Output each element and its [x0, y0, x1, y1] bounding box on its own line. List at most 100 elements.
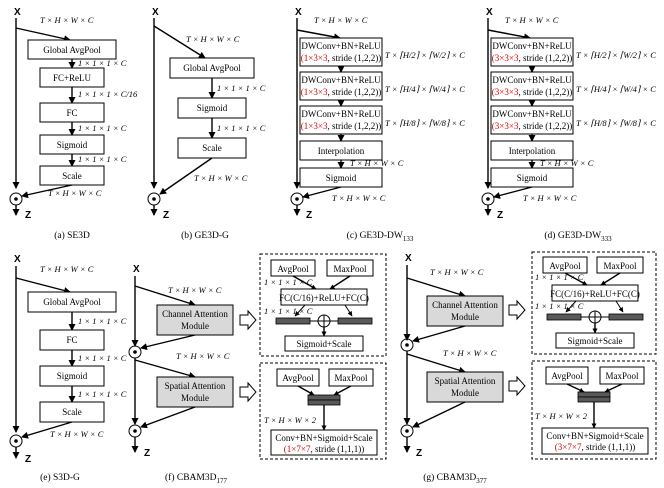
sigmoid-label: Sigmoid — [57, 371, 88, 381]
feature-bar — [608, 313, 644, 321]
dwconv-label: DWConv+BN+ReLU — [301, 109, 381, 119]
channel-attention-label: Channel Attention — [432, 300, 498, 310]
avgpool-label: AvgPool — [277, 264, 309, 274]
dwconv-block-3 — [299, 105, 383, 135]
dim-label: T × H × W × C — [443, 348, 497, 358]
dwconv-kernel: (1×3×3, stride (1,2,2)) — [301, 87, 381, 97]
dim-label: T × H × W × C — [50, 429, 104, 439]
maxpool-label: MaxPool — [603, 261, 637, 271]
feature-bar — [577, 396, 611, 403]
feature-bar — [307, 394, 341, 401]
conv-kernel: (3×7×7, stride (1,1,1)) — [555, 442, 635, 452]
dim-label: T × H × W × 2 — [535, 411, 588, 421]
spatial-attention-module — [156, 376, 234, 408]
dim-label: T × H × W × 2 — [264, 415, 317, 425]
dwconv-kernel: (1×3×3, stride (1,2,2)) — [301, 121, 381, 131]
dim-label: 1 × 1 × 1 × C — [264, 306, 313, 316]
caption-subscript: 133 — [403, 235, 414, 243]
module-label: Module — [451, 388, 479, 398]
dim-label: 1 × 1 × 1 × C — [78, 353, 127, 363]
caption-se3d: (a) SE3D — [54, 230, 90, 241]
dim-label: T × ⌈H/2⌉ × ⌈W/2⌉ × C — [385, 50, 465, 60]
scale-label: Scale — [202, 143, 222, 153]
fc-chain-block — [280, 288, 368, 306]
spatial-attention-label: Spatial Attention — [165, 381, 226, 391]
spatial-attention-detail — [531, 360, 657, 460]
dim-label: 1 × 1 × 1 × C — [78, 58, 127, 68]
spatial-attention-module — [426, 371, 504, 403]
caption-ge3d-dw133: (c) GE3D-DW133 — [347, 230, 414, 243]
scale-label: Scale — [62, 171, 82, 181]
dim-label: T × ⌈H/8⌉ × ⌈W/8⌉ × C — [576, 118, 656, 128]
dwconv-kernel: (3×3×3, stride (1,2,2)) — [492, 53, 572, 63]
caption-subscript: 377 — [476, 477, 487, 485]
expand-arrow — [508, 299, 526, 321]
dim-label: T × H × W × C — [186, 34, 240, 44]
output-z-label: Z — [497, 210, 503, 221]
dim-label: 1 × 1 × 1 × C — [217, 83, 266, 93]
maxpool-label: MaxPool — [605, 371, 639, 381]
sigmoid-label: Sigmoid — [197, 103, 228, 113]
kernel-size: (1×3×3 — [301, 53, 328, 63]
dim-label: T × H × W × C — [430, 267, 484, 277]
dwconv-label: DWConv+BN+ReLU — [492, 109, 572, 119]
panel-ge3d-g: X T × H × W × C Global AvgPool 1 × 1 × 1… — [147, 7, 266, 241]
dim-label: 1 × 1 × 1 × C/16 — [78, 89, 138, 99]
sigmoid-label: Sigmoid — [517, 173, 548, 183]
caption-cbam3d-377: (g) CBAM3D377 — [423, 472, 487, 485]
sigmoid-label: Sigmoid — [326, 173, 357, 183]
fc-label: FC — [66, 335, 77, 345]
scale-label: Scale — [62, 407, 82, 417]
dim-label: T × H × W × C — [48, 188, 102, 198]
caption-text: (c) GE3D-DW — [347, 230, 403, 241]
sigmoid-scale-block — [284, 335, 364, 352]
dim-label: 1 × 1 × 1 × C — [78, 154, 127, 164]
dim-label: 1 × 1 × 1 × C — [78, 389, 127, 399]
dwconv-block-3 — [490, 105, 574, 135]
caption-subscript: 177 — [216, 477, 227, 485]
dim-label: T × H × W × C — [350, 158, 404, 168]
panel-ge3d-dw133: X T × H × W × C DWConv+BN+ReLU (1×3×3, s… — [290, 7, 465, 243]
expand-arrow — [239, 309, 257, 331]
sigmoid-scale-label: Sigmoid+Scale — [296, 339, 351, 349]
feature-bar — [337, 317, 373, 325]
dwconv-block-2 — [490, 71, 574, 101]
conv-bn-label: Conv+BN+Sigmoid+Scale — [546, 431, 643, 441]
dwconv-label: DWConv+BN+ReLU — [492, 41, 572, 51]
feature-bar — [307, 399, 341, 406]
avgpool-label: AvgPool — [551, 371, 583, 381]
caption-s3d-g: (e) S3D-G — [40, 472, 80, 483]
conv-bn-block — [270, 429, 378, 456]
maxpool-label: MaxPool — [333, 264, 367, 274]
kernel-size: (3×3×3 — [492, 121, 519, 131]
stride-label: , stride (1,2,2)) — [327, 121, 381, 131]
stride-label: , stride (1,1,1)) — [581, 442, 635, 452]
panel-cbam3d-177: X T × H × W × C Channel Attention Module… — [128, 253, 387, 485]
dim-label: T × H × W × C — [540, 158, 594, 168]
dwconv-label: DWConv+BN+ReLU — [301, 75, 381, 85]
dwconv-kernel: (3×3×3, stride (1,2,2)) — [492, 87, 572, 97]
dim-label: T × H × W × C — [40, 264, 94, 274]
caption-ge3d-dw333: (d) GE3D-DW333 — [544, 230, 612, 243]
dim-label: T × ⌈H/4⌉ × ⌈W/4⌉ × C — [576, 84, 656, 94]
fc-chain-label: FC(C/16)+ReLU+FC(C) — [550, 289, 640, 299]
avgpool-label: AvgPool — [282, 373, 314, 383]
dim-label: 1 × 1 × 1 × C — [264, 277, 313, 287]
input-x-label: X — [486, 7, 493, 18]
caption-subscript: 333 — [601, 235, 612, 243]
expand-arrow — [508, 375, 526, 397]
fc-chain-block — [551, 284, 639, 302]
panel-cbam3d-377: X T × H × W × C Channel Attention Module… — [400, 251, 657, 485]
sigmoid-scale-block — [555, 332, 635, 349]
fc-relu-label: FC+ReLU — [53, 73, 92, 83]
dwconv-block-2 — [299, 71, 383, 101]
dim-label: T × H × W × C — [523, 193, 577, 203]
caption-text: (f) CBAM3D — [165, 472, 217, 483]
dim-label: T × H × W × C — [505, 15, 559, 25]
dim-label: 1 × 1 × 1 × C — [535, 272, 584, 282]
stride-label: , stride (1,1,1)) — [310, 444, 364, 454]
dim-label: T × H × W × C — [168, 285, 222, 295]
conv-bn-block — [541, 427, 649, 455]
dim-label: 1 × 1 × 1 × C — [535, 301, 584, 311]
